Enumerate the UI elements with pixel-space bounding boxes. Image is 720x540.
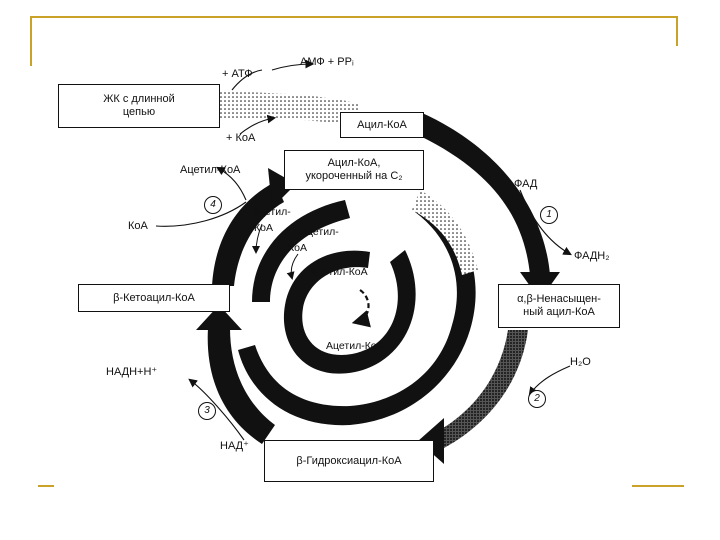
acetyl-inner-2-line-1: Ацетил-	[300, 226, 339, 238]
acetyl-inner-1-line-1: Ацетил-	[252, 206, 291, 218]
fad-label: ФАД	[514, 178, 538, 190]
outer-spiral-band	[420, 112, 550, 275]
acetyl-inner-3-label: Ацетил-КоА	[310, 266, 368, 278]
step-2-marker: 2	[528, 390, 546, 408]
acetyl-coa-out-label: Ацетил-КоА	[180, 164, 241, 176]
frame-right-rule	[676, 16, 678, 46]
amp-ppi-label: АМФ + PPᵢ	[300, 56, 354, 68]
coa-in-arrow	[239, 114, 277, 135]
acetyl-inner-arrow-2	[286, 253, 299, 280]
acyl-coa-label: Ацил-КоА	[357, 118, 407, 131]
atp-label: + АТФ	[222, 68, 253, 80]
acetyl-inner-arrow-1	[252, 223, 263, 254]
long-fatty-acid-line-2: цепью	[122, 106, 156, 118]
frame-bottom-right-rule	[632, 485, 684, 487]
coa-in-label: + КоА	[226, 132, 256, 144]
acetyl-inner-4-label: Ацетил-КоА	[326, 340, 384, 352]
acetyl-out-arrow	[216, 166, 247, 201]
nadh-label: НАДН+Н⁺	[106, 366, 158, 378]
atp-arrow	[231, 69, 263, 91]
frame-top-rule	[30, 16, 678, 18]
inner-spiral-band	[283, 250, 416, 374]
acetyl-inner-1-line-2: КоА	[254, 222, 273, 234]
h2o-label: H₂O	[570, 356, 591, 368]
unsaturated-line-1: α,β-Ненасыщен-	[517, 293, 601, 305]
unsaturated-line-2: ный ацил-КоА	[523, 306, 595, 318]
middle-spiral-band-top	[252, 200, 350, 302]
ketoacyl-coa-label: β-Кетоацил-КоА	[113, 291, 195, 304]
coa4-arrow	[155, 201, 247, 227]
outer-spiral-band-3	[207, 328, 275, 444]
outer-spiral-band-4	[212, 182, 284, 286]
hydroxyacyl-coa-label: β-Гидроксиацил-КоА	[296, 454, 402, 467]
ketoacyl-coa-box: β-Кетоацил-КоА	[78, 284, 230, 312]
nad-arrow	[188, 378, 245, 441]
frame-bottom-left-rule	[38, 485, 54, 487]
acyl-coa-shortened-line-1: Ацил-КоА,	[327, 157, 381, 169]
step-3-marker: 3	[198, 402, 216, 420]
amp-arrow	[271, 59, 315, 71]
outer-spiral-head-up	[196, 305, 242, 330]
acyl-coa-shortened-line-2: укороченный на С₂	[305, 170, 403, 182]
hydroxyacyl-coa-box: β-Гидроксиацил-КоА	[264, 440, 434, 482]
fadh2-label: ФАДН₂	[574, 250, 610, 262]
coa-step4-label: КоА	[128, 220, 148, 232]
entry-band	[220, 92, 360, 126]
long-fatty-acid-line-1: ЖК с длинной	[103, 93, 175, 105]
middle-spiral-dotted	[412, 190, 478, 275]
acyl-coa-box: Ацил-КоА	[340, 112, 424, 138]
nad-label: НАД⁺	[220, 440, 249, 452]
step-1-marker: 1	[540, 206, 558, 224]
acetyl-inner-2-line-2: КоА	[288, 242, 307, 254]
fad-arrow	[519, 189, 572, 256]
frame-left-rule	[30, 16, 32, 66]
outer-spiral-head-right	[268, 168, 296, 208]
acyl-coa-shortened-box: Ацил-КоА, укороченный на С₂	[284, 150, 424, 190]
step-4-marker: 4	[204, 196, 222, 214]
unsaturated-acyl-coa-box: α,β-Ненасыщен- ный ацил-КоА	[498, 284, 620, 328]
outer-spiral-band-2	[440, 330, 528, 450]
innermost-spiral	[351, 289, 371, 328]
long-fatty-acid-box: ЖК с длинной цепью	[58, 84, 220, 128]
